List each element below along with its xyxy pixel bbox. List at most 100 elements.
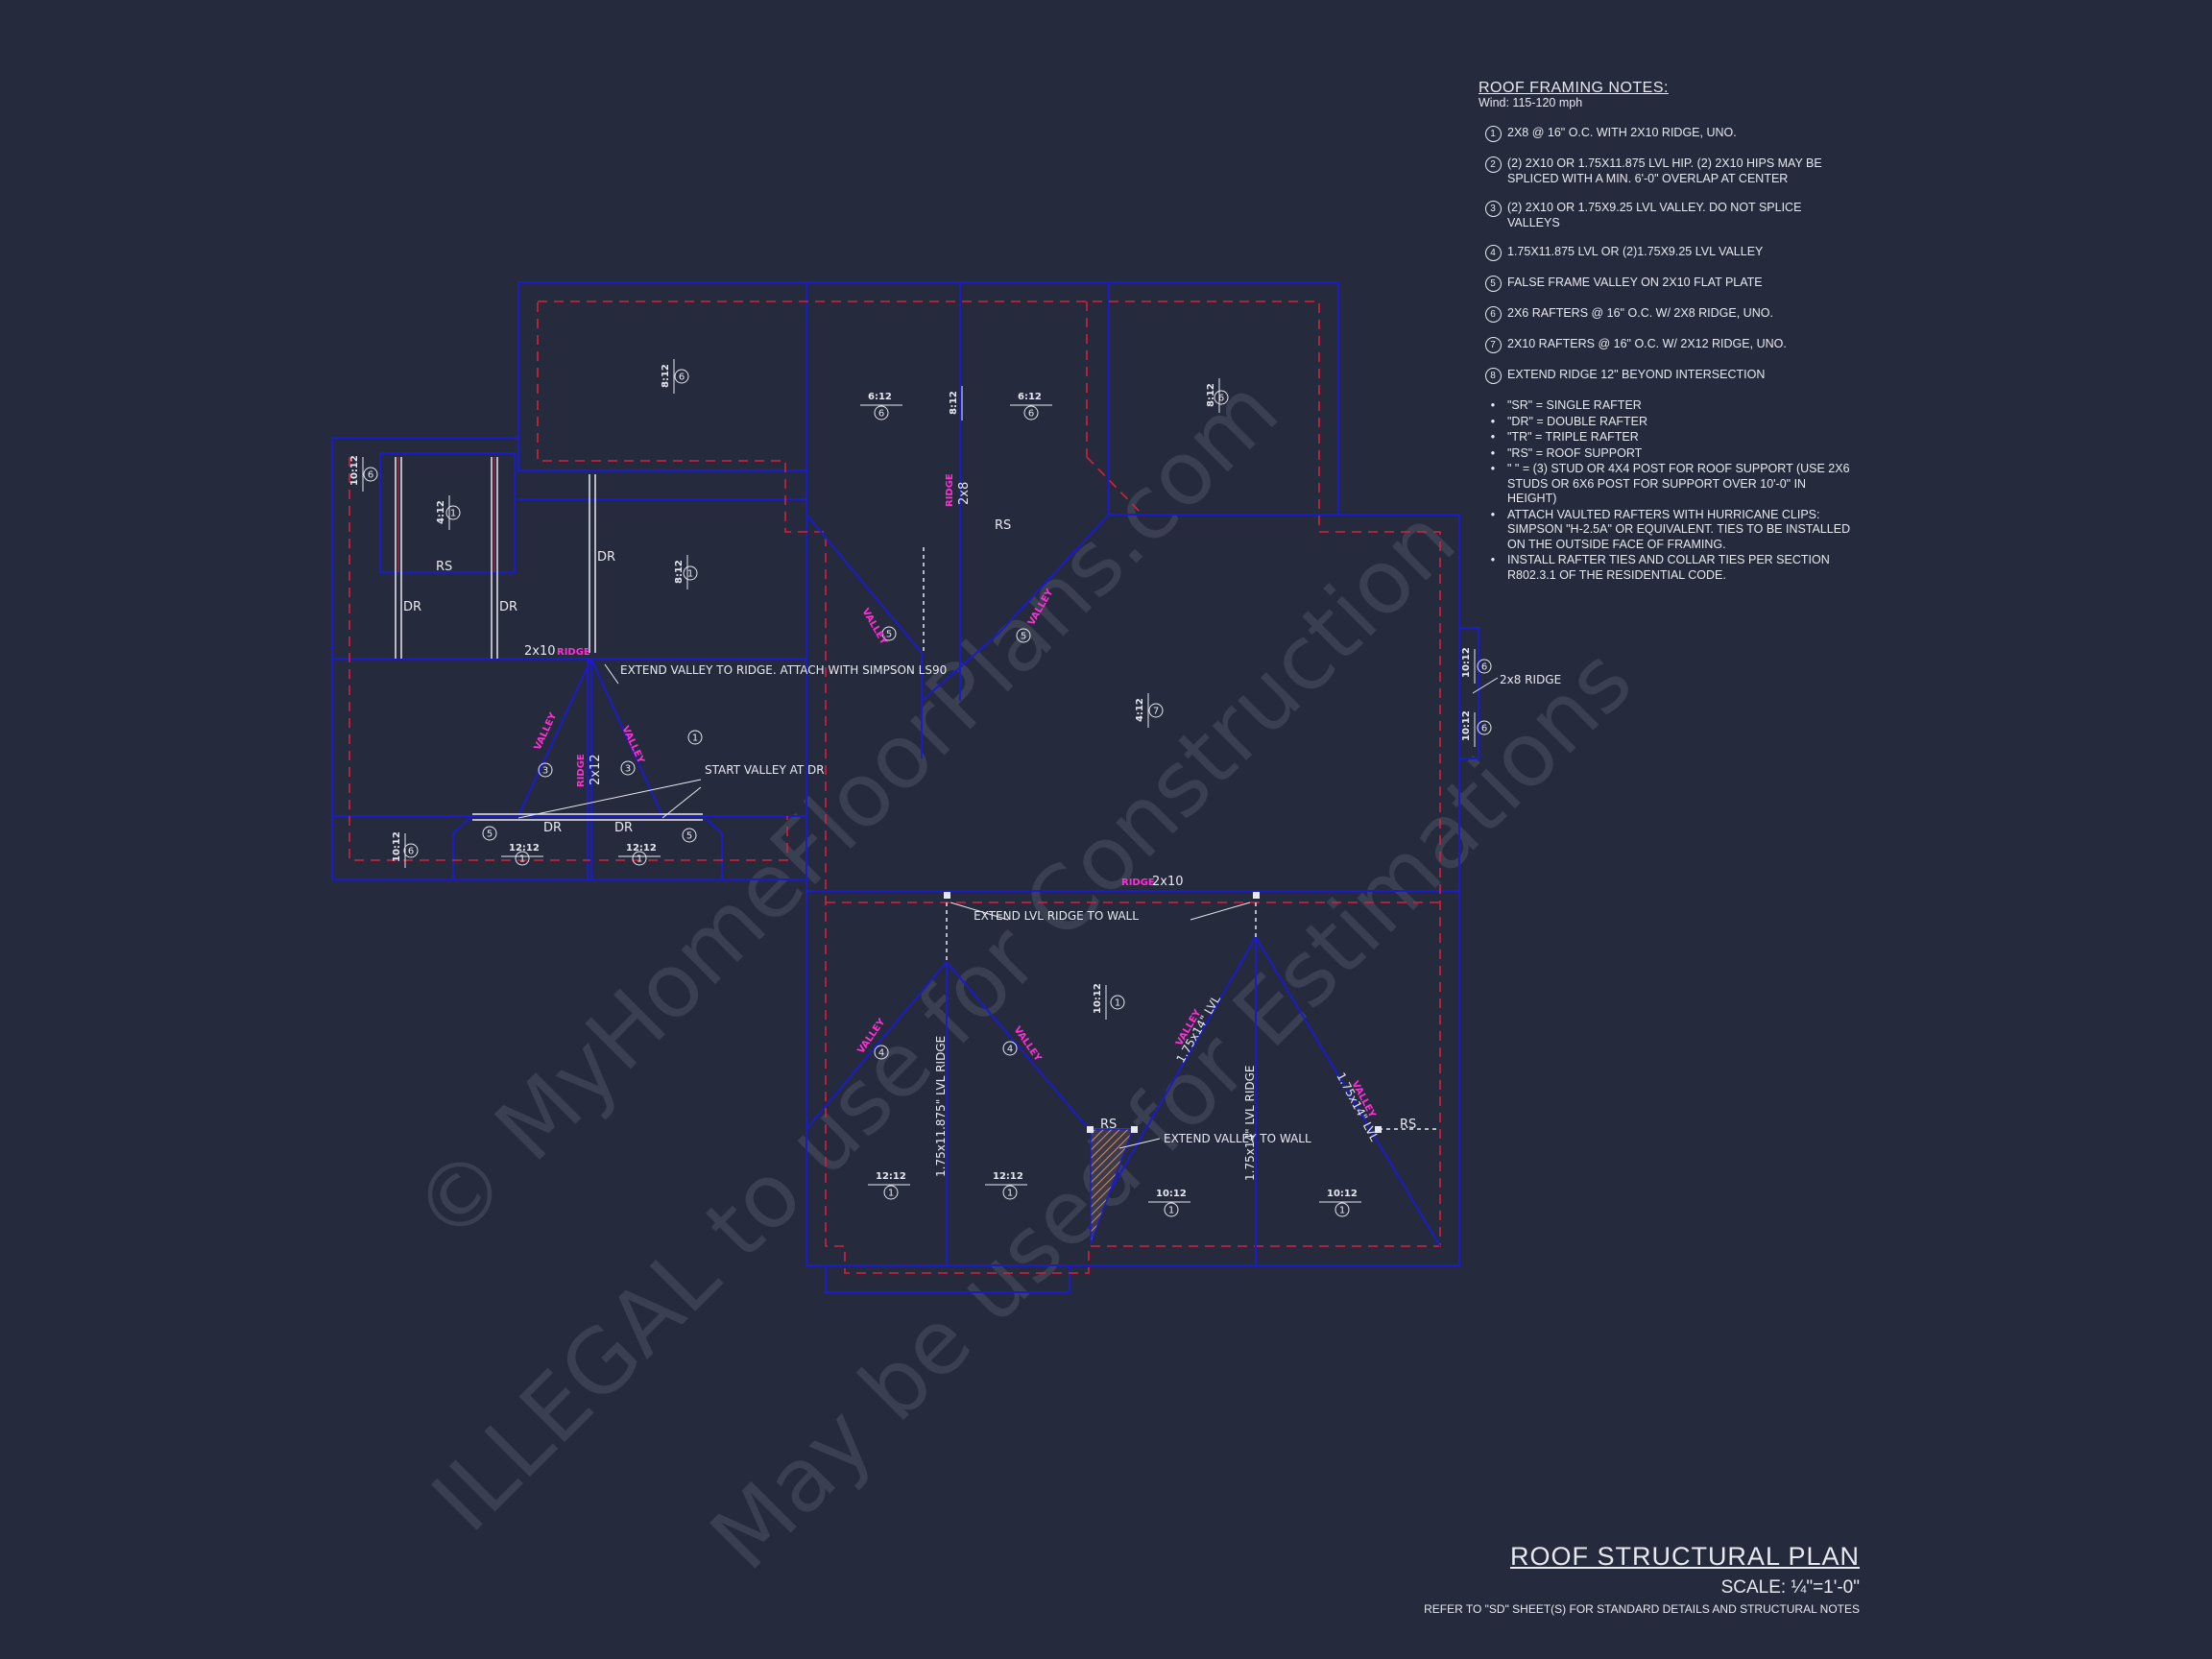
pitch-label: 8:12 <box>1206 383 1216 407</box>
pitch-label: 8:12 <box>661 364 671 388</box>
note-item: 4 1.75x11.875 LVL OR (2)1.75x9.25 LVL VAL… <box>1479 245 1853 261</box>
ridge-label: RIDGE <box>557 647 590 658</box>
lvl-ridge-label: 1.75x14" LVL RIDGE <box>1243 1066 1257 1182</box>
valley-label: VALLEY <box>619 725 646 766</box>
double-rafters <box>395 457 1440 1130</box>
callout-circle <box>363 467 378 482</box>
note-text: (2) 2x10 OR 1.75x11.875 LVL HIP. (2) 2x1… <box>1507 156 1822 185</box>
sheet-scale: SCALE: ¼"=1'-0" <box>1720 1577 1860 1598</box>
note-bullet-text: "SR" = SINGLE RAFTER <box>1507 398 1642 412</box>
note-bullet-text: INSTALL RAFTER TIES AND COLLAR TIES PER … <box>1507 553 1830 582</box>
valley-labels: VALLEY VALLEY VALLEY VALLEY VALLEY VALLE… <box>533 473 1378 1120</box>
note-item: 3 (2) 2x10 OR 1.75x9.25 LVL VALLEY. DO NO… <box>1479 201 1853 230</box>
note-number: 3 <box>1484 201 1502 217</box>
callout-circle <box>1023 405 1039 421</box>
pitch-label: 10:12 <box>1327 1189 1358 1199</box>
callout-number: 5 <box>686 831 692 842</box>
overhang-line <box>349 301 1441 1274</box>
note-bullet: •INSTALL RAFTER TIES AND COLLAR TIES PER… <box>1479 553 1853 583</box>
note-item: 62x6 RAFTERS @ 16" O.C. W/ 2x8 RIDGE, UN… <box>1479 306 1853 323</box>
callout-number: 1 <box>1339 1206 1345 1216</box>
callout-circle <box>1334 1202 1350 1217</box>
callout-circle <box>445 505 461 520</box>
pitch-label: 8:12 <box>674 560 685 584</box>
note-text: FALSE FRAME VALLEY ON 2x10 FLAT PLATE <box>1507 276 1763 289</box>
ridge-label: RIDGE <box>576 754 587 787</box>
roof-support-hatch <box>1090 1128 1135 1245</box>
note-item: 5 FALSE FRAME VALLEY ON 2x10 FLAT PLATE <box>1479 276 1853 292</box>
callout-number: 1 <box>450 509 456 519</box>
roof-support-posts <box>944 892 1382 1133</box>
pitch-label: 8:12 <box>949 391 959 415</box>
pitch-label: 10:12 <box>1093 983 1103 1014</box>
rs-label: RS <box>1400 1118 1416 1132</box>
sheet-title: ROOF STRUCTURAL PLAN <box>1509 1542 1860 1571</box>
valley-label: VALLEY <box>859 607 889 647</box>
note-bullet: •" " = (3) STUD OR 4x4 POST FOR ROOF SUP… <box>1479 462 1853 507</box>
callout-number: 1 <box>687 569 693 580</box>
callout-number: 1 <box>888 1189 894 1199</box>
pitch-label: 10:12 <box>392 831 402 862</box>
callout-number: 1 <box>1007 1189 1013 1199</box>
note-number: 5 <box>1484 276 1502 292</box>
hips-valleys <box>517 514 1441 1265</box>
plan-text: RS RS RS RS DR DR DR DR DR 2x10 2x10 2x8… <box>403 482 1561 1181</box>
extend-valley-note: EXTEND VALLEY TO RIDGE. ATTACH WITH SIMP… <box>620 663 947 677</box>
walls <box>331 281 1479 1293</box>
callout-circle <box>1002 1041 1018 1056</box>
note-text: 2x8 @ 16" O.C. WITH 2x10 RIDGE, UNO. <box>1507 126 1737 139</box>
pitch-label: 10:12 <box>1461 710 1472 741</box>
callout-circle <box>1477 659 1492 674</box>
pitch-label: 12:12 <box>876 1171 906 1182</box>
callout-circle <box>682 828 697 843</box>
note-number: 8 <box>1484 368 1502 384</box>
callout-number: 1 <box>1115 998 1120 1009</box>
note-number: 1 <box>1484 126 1502 142</box>
notes-list: 12x8 @ 16" O.C. WITH 2x10 RIDGE, UNO.2(2… <box>1479 126 1853 384</box>
note-bullet: •"RS" = ROOF SUPPORT <box>1479 446 1853 462</box>
note-bullet-text: "TR" = TRIPLE RAFTER <box>1507 430 1639 444</box>
lvl-ridge-label: 1.75x11.875" LVL RIDGE <box>934 1036 948 1177</box>
dr-label: DR <box>499 600 517 614</box>
ridge-label: RIDGE <box>1121 878 1155 888</box>
pitch-label: 10:12 <box>1156 1189 1187 1199</box>
notes-bullets: •"SR" = SINGLE RAFTER•"DR" = DOUBLE RAFT… <box>1479 398 1853 583</box>
callout-number: 6 <box>368 470 373 481</box>
pitch-label: 4:12 <box>436 500 446 524</box>
note-text: 1.75x11.875 LVL OR (2)1.75x9.25 LVL VALL… <box>1507 245 1764 258</box>
callout-circle <box>515 851 530 866</box>
callout-number: 1 <box>692 733 698 744</box>
note-bullet: •"SR" = SINGLE RAFTER <box>1479 398 1853 414</box>
callout-number: 3 <box>625 764 631 775</box>
note-text: (2) 2x10 OR 1.75x9.25 LVL VALLEY. DO NOT… <box>1507 201 1802 229</box>
note-item: 72x10 RAFTERS @ 16" O.C. W/ 2x12 RIDGE, … <box>1479 337 1853 353</box>
callout-number: 7 <box>1153 707 1159 717</box>
callout-number: 5 <box>886 630 892 640</box>
note-bullet-text: "RS" = ROOF SUPPORT <box>1507 445 1643 460</box>
note-number: 4 <box>1484 245 1502 261</box>
title-block: ROOF STRUCTURAL PLAN SCALE: ¼"=1'-0" REF… <box>1424 1542 1860 1616</box>
callout-circle <box>1214 390 1229 405</box>
rs-label: RS <box>995 518 1011 533</box>
callout-circle <box>403 843 419 858</box>
rs-label: RS <box>436 560 452 574</box>
note-bullet-text: " " = (3) STUD OR 4x4 POST FOR ROOF SUPP… <box>1507 462 1850 505</box>
ridge-size-label: 2x12 <box>589 754 603 785</box>
callout-number: 1 <box>519 854 525 865</box>
valley-label: VALLEY <box>1026 587 1056 627</box>
callout-number: 1 <box>1168 1206 1174 1216</box>
callout-circle <box>883 1185 899 1200</box>
extend-lvl-note: EXTEND LVL RIDGE TO WALL <box>974 909 1139 923</box>
note-number: 6 <box>1484 306 1502 323</box>
pitch-label: 4:12 <box>1135 698 1145 722</box>
note-text: 2x10 RAFTERS @ 16" O.C. W/ 2x12 RIDGE, U… <box>1507 337 1787 350</box>
note-bullet-text: "DR" = DOUBLE RAFTER <box>1507 414 1648 428</box>
note-bullet: •"TR" = TRIPLE RAFTER <box>1479 430 1853 445</box>
callout-circle <box>874 1045 889 1060</box>
ridge-2x8-side-label: 2x8 RIDGE <box>1500 673 1561 686</box>
callout-number: 6 <box>1028 409 1034 420</box>
dr-label: DR <box>614 821 633 835</box>
